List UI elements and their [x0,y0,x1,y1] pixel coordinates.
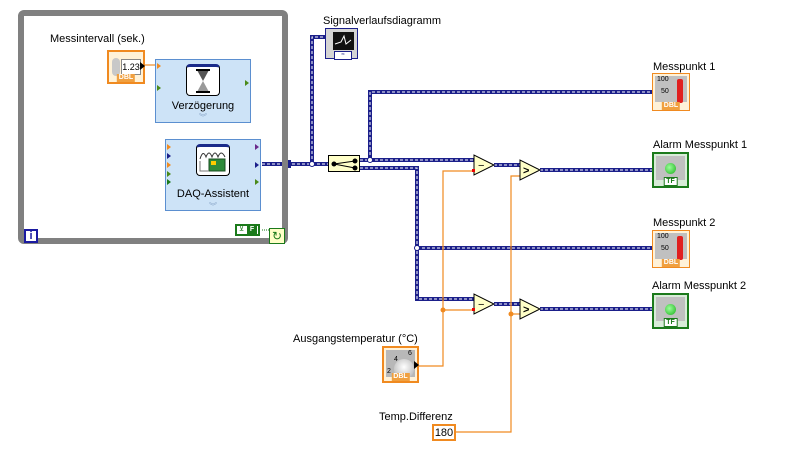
alarm2-label: Alarm Messpunkt 2 [652,280,747,292]
iteration-terminal: i [24,229,38,243]
svg-text:−: − [478,160,484,172]
waveform-chart-icon [333,32,354,50]
dbl-tag: DBL [661,102,681,110]
dbl-tag: DBL [116,74,136,82]
led-background [656,156,685,180]
stop-boolean-constant[interactable]: ⊻ F [235,224,260,236]
split-signals-node[interactable] [328,155,360,172]
input-terminal [157,85,161,91]
expand-chevron-icon[interactable]: ︾ [199,113,207,122]
boolean-constant-icon: ⊻ [239,226,245,233]
split-signals-icon [331,158,358,171]
messpunkt2-label: Messpunkt 2 [653,217,716,229]
output-terminal [255,144,259,150]
alarm1-label: Alarm Messpunkt 1 [653,139,748,151]
while-loop[interactable] [18,10,288,244]
thermometer-icon: 100 50 [655,233,687,260]
output-terminal [255,179,259,185]
messpunkt1-label: Messpunkt 1 [653,61,716,73]
output-terminal-icon [414,361,419,369]
input-terminal [157,63,161,69]
subtract-node-1[interactable]: − [472,154,496,176]
wire-junction [367,157,373,163]
led-icon [665,304,676,315]
greater-node-2[interactable]: > [519,298,542,320]
increment-decrement-icon [112,58,120,76]
signalverlauf-indicator[interactable]: ≈ [325,28,358,60]
wire-junction [440,307,446,313]
led-icon [665,163,676,174]
greater-node-1[interactable]: > [519,159,542,181]
messintervall-control[interactable]: 1.23 DBL [107,50,145,84]
ausgangstemperatur-label: Ausgangstemperatur (°C) [293,333,418,345]
thermometer-icon: 100 50 [655,76,687,103]
svg-text:>: > [523,165,529,177]
tf-tag: TF [663,177,678,186]
input-terminal [167,153,171,159]
ausgangstemperatur-control[interactable]: 2 4 6 DBL [382,346,419,383]
svg-text:−: − [478,299,484,311]
messpunkt2-indicator[interactable]: 100 50 DBL [652,230,690,268]
messintervall-label: Messintervall (sek.) [50,33,145,45]
temp-differenz-label: Temp.Differenz [379,411,453,423]
input-terminal [167,144,171,150]
svg-text:>: > [523,304,529,316]
alarm2-indicator[interactable]: TF [652,293,689,329]
input-terminal [167,171,171,177]
wire-junction [414,245,420,251]
subtract-node-2[interactable]: − [472,293,496,315]
led-background [656,297,685,321]
conditional-terminal[interactable]: ↻ [269,228,285,244]
expand-chevron-icon[interactable]: ︾ [209,202,217,211]
input-terminal [167,179,171,185]
continue-if-true-icon: ↻ [271,229,283,243]
dynamic-wires [262,35,652,311]
wire-junction [309,161,315,167]
dynamic-data-tag: ≈ [334,51,352,60]
output-terminal-icon [140,62,145,70]
daq-card-icon [196,144,230,176]
alarm1-indicator[interactable]: TF [652,152,689,188]
hourglass-icon [186,64,220,96]
verzoegerung-express-vi[interactable]: Verzögerung ︾ [155,59,251,123]
numeric-wires [145,64,520,433]
messpunkt1-indicator[interactable]: 100 50 DBL [652,73,690,111]
signalverlauf-label: Signalverlaufsdiagramm [323,15,441,27]
daq-assistent-label: DAQ-Assistent [176,188,250,200]
numeric-value: 1.23 [121,59,141,75]
wire-junction [508,311,514,317]
verzoegerung-label: Verzögerung [171,100,235,112]
input-terminal [167,162,171,168]
data-output-terminal [255,162,259,168]
daq-assistent-express-vi[interactable]: DAQ-Assistent ︾ [165,139,261,211]
tf-tag: TF [663,318,678,327]
false-value: F [247,226,257,234]
dbl-tag: DBL [661,259,681,267]
dbl-tag: DBL [391,373,410,381]
output-terminal [245,80,249,86]
temp-differenz-constant[interactable]: 180 [432,424,456,441]
